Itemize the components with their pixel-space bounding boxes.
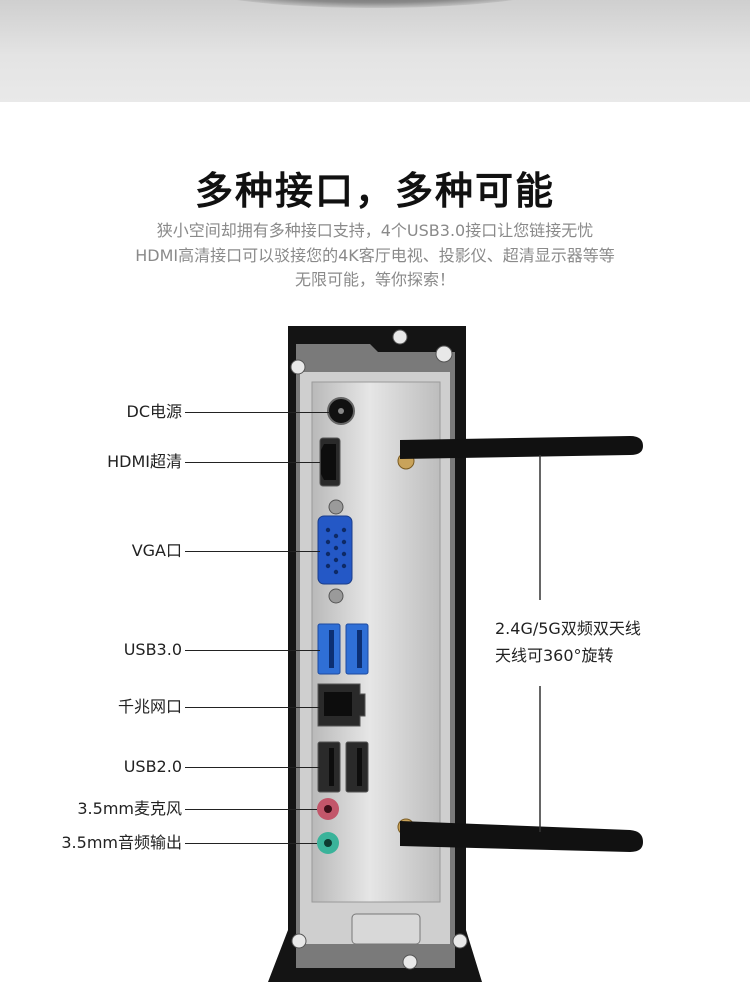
- antenna-caption-line-1: 2.4G/5G双频双天线: [495, 619, 641, 638]
- antenna-icon: [397, 436, 643, 852]
- hdmi-port-icon: [319, 437, 341, 487]
- dc-power-jack-icon: [327, 397, 355, 425]
- device-base-shadow: [190, 0, 560, 8]
- audio-out-jack-icon: [317, 832, 339, 854]
- usb3-port-icon: [317, 623, 369, 675]
- label-vga: VGA口: [131, 541, 182, 560]
- description-line-3: 无限可能，等你探索！: [294, 270, 455, 289]
- label-usb2: USB2.0: [123, 757, 182, 776]
- label-hdmi: HDMI超清: [107, 452, 182, 471]
- label-usb3: USB3.0: [123, 640, 182, 659]
- label-ethernet: 千兆网口: [117, 697, 182, 716]
- mic-jack-icon: [317, 798, 339, 820]
- ethernet-leader-line: [185, 707, 320, 708]
- label-mic: 3.5mm麦克风: [77, 799, 182, 818]
- usb2-leader-line: [185, 767, 320, 768]
- description-line-1: 狭小空间却拥有多种接口支持，4个USB3.0接口让您链接无忧: [156, 221, 594, 240]
- vga-leader-line: [185, 551, 320, 552]
- vga-port-icon: [317, 499, 353, 604]
- product-photo-top-band: [0, 0, 750, 102]
- usb2-port-icon: [317, 741, 369, 793]
- label-audio-out: 3.5mm音频输出: [61, 833, 182, 852]
- section-title: 多种接口，多种可能: [194, 169, 555, 213]
- description-line-2: HDMI高清接口可以驳接您的4K客厅电视、投影仪、超清显示器等等: [135, 246, 615, 265]
- mic-leader-line: [185, 809, 317, 810]
- label-dc-power: DC电源: [126, 402, 183, 421]
- screw-icon: [290, 329, 468, 970]
- usb3-leader-line: [185, 650, 320, 651]
- dc-leader-line: [185, 412, 330, 413]
- hdmi-leader-line: [185, 462, 320, 463]
- antenna-caption-line-2: 天线可360°旋转: [495, 646, 614, 665]
- ethernet-port-icon: [317, 683, 366, 727]
- audio-out-leader-line: [185, 843, 317, 844]
